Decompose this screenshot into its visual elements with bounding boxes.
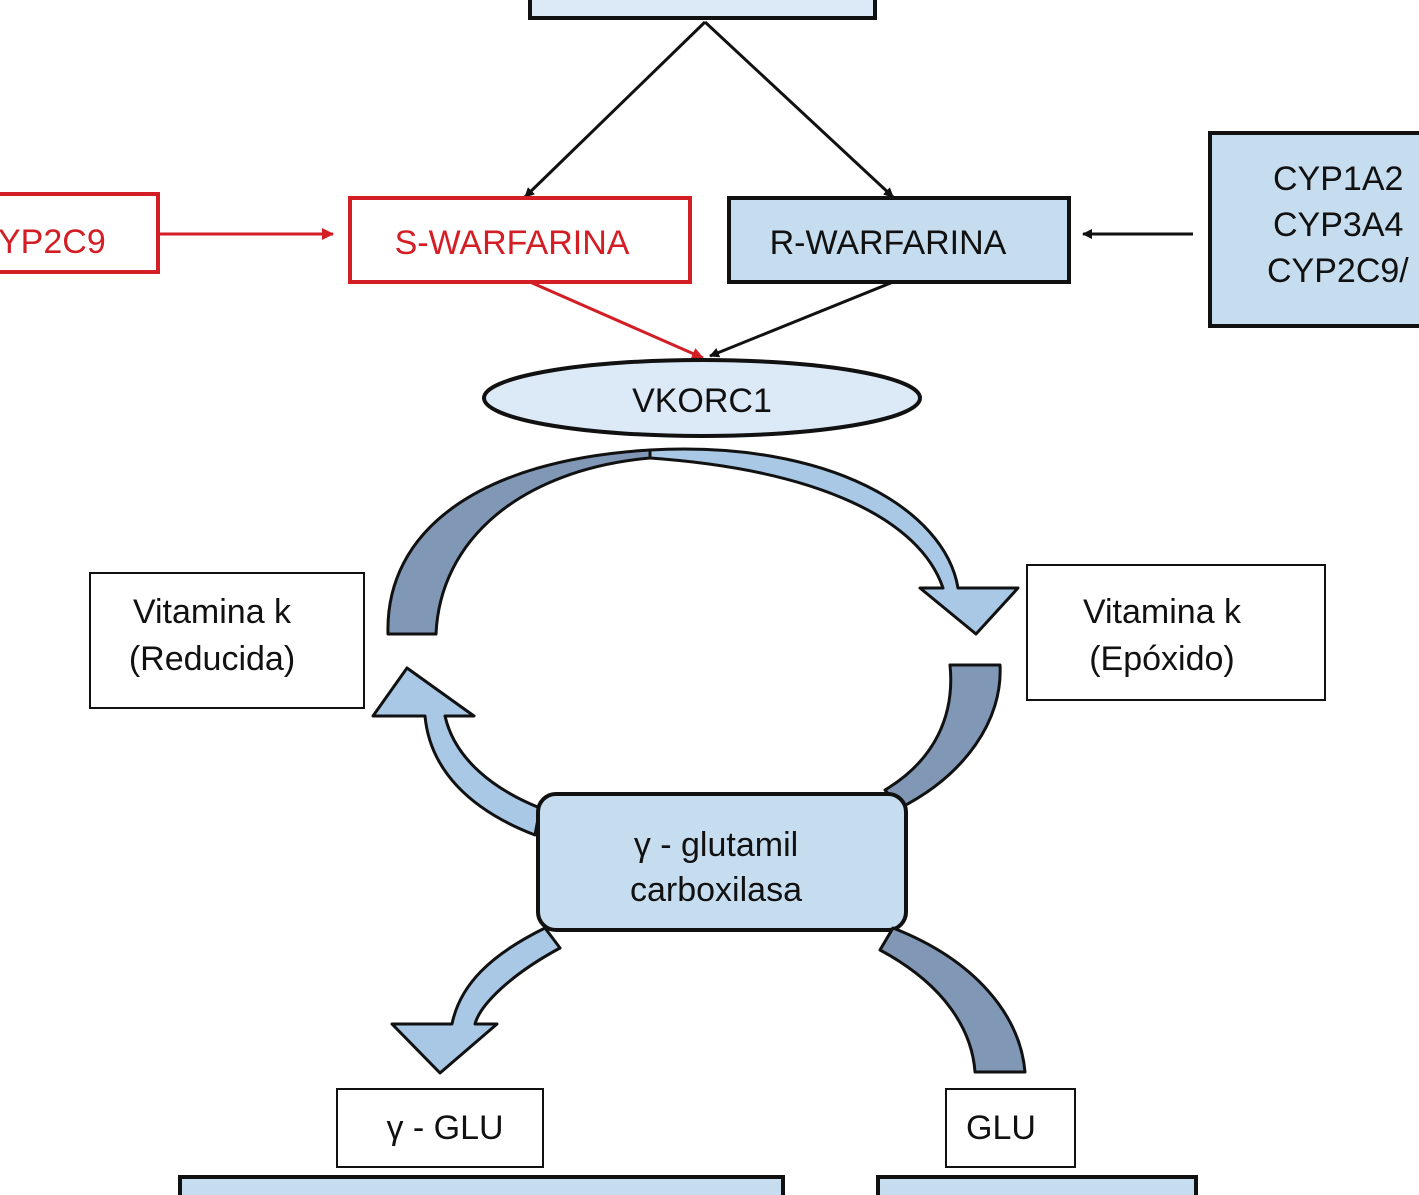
arrow-top-to-s-warfarina (523, 20, 707, 199)
r-warfarina-box (727, 196, 1071, 284)
gamma-glu-label: γ - GLU (386, 1109, 503, 1147)
vitamina-k-epoxido-line-1: Vitamina k (1083, 593, 1242, 631)
vitamina-k-reducida-box (89, 572, 365, 709)
bottom-right-box (876, 1175, 1198, 1195)
vitamina-k-epoxido-line-2: (Epóxido) (1089, 640, 1235, 678)
r-warfarina-label: R-WARFARINA (770, 224, 1007, 262)
cyp-group-line-3: CYP2C9/ (1267, 252, 1409, 290)
curved-arrow-carboxilasa-to-gamma-glu (390, 926, 562, 1075)
curved-arrow-vkorc1-to-reducida (386, 448, 652, 636)
vitamina-k-epoxido-box (1026, 564, 1326, 701)
arrow-s-warfarina-to-vkorc1 (529, 280, 704, 360)
cyp-group-line-1: CYP1A2 (1273, 160, 1403, 198)
curved-arrow-epoxido-to-carboxilasa (883, 663, 1002, 810)
arrow-top-to-r-warfarina (703, 20, 895, 199)
vitamina-k-reducida-line-2: (Reducida) (129, 640, 295, 678)
gamma-glutamil-carboxilasa-box (536, 792, 908, 932)
gamma-glu-box (336, 1088, 544, 1168)
cyp-group-line-2: CYP3A4 (1273, 206, 1403, 244)
vkorc1-ellipse (482, 358, 922, 438)
bottom-left-box (178, 1175, 785, 1195)
glu-label: GLU (966, 1109, 1036, 1147)
s-warfarina-box (348, 196, 692, 284)
cyp2c9-label: YP2C9 (0, 223, 106, 261)
cyp2c9-box (0, 192, 160, 274)
gamma-glutamil-line-2: carboxilasa (630, 871, 802, 909)
s-warfarina-label: S-WARFARINA (395, 224, 630, 262)
glu-box (945, 1088, 1076, 1168)
curved-arrow-carboxilasa-to-reducida (371, 666, 542, 837)
gamma-glutamil-line-1: γ - glutamil (634, 826, 798, 864)
curved-arrow-glu-to-carboxilasa (878, 926, 1027, 1074)
curved-arrow-vkorc1-to-epoxido (648, 447, 1020, 636)
cyp-group-box (1208, 131, 1419, 328)
vitamina-k-reducida-line-1: Vitamina k (133, 593, 292, 631)
vkorc1-label: VKORC1 (632, 382, 772, 420)
top-source-box (528, 0, 877, 20)
arrow-r-warfarina-to-vkorc1 (709, 280, 894, 358)
